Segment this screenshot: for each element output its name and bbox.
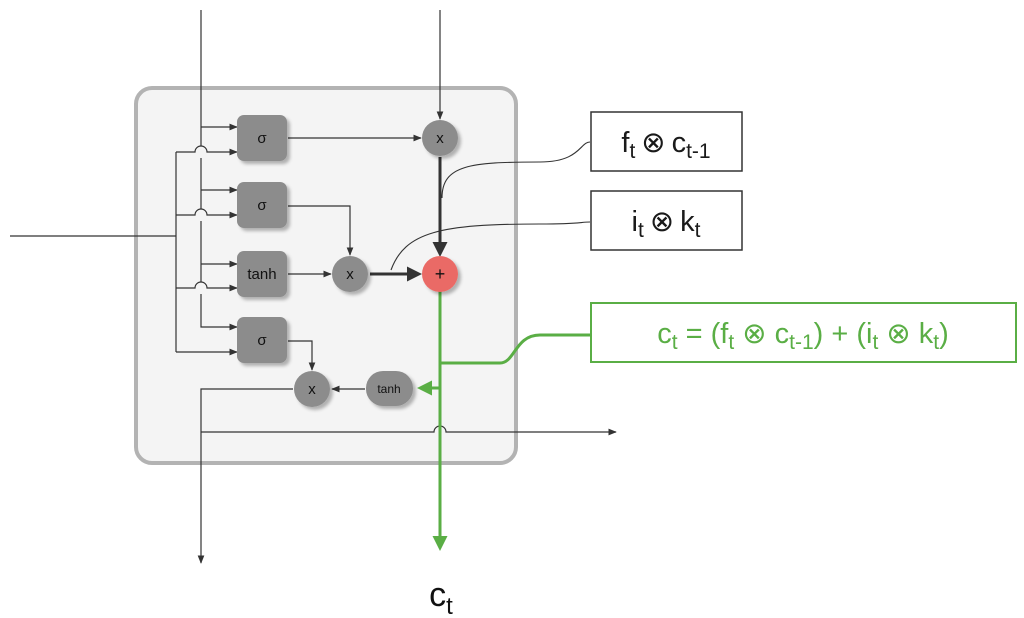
annotation-connectors: [390, 141, 591, 271]
output-tanh: tanh: [366, 371, 413, 406]
output-gate-label: σ: [257, 332, 267, 349]
output-multiply-label: x: [308, 381, 316, 398]
connection-lines: [10, 10, 617, 564]
output-gate: σ: [237, 317, 287, 363]
forget-term-text: ft⊗ct-1: [621, 127, 710, 163]
forget-multiply-node: x: [422, 120, 458, 156]
hidden-state-out-line: [197, 388, 293, 564]
input-term-text: it⊗kt: [632, 206, 701, 242]
cell-equation-annotation: ct = (ft ⊗ ct-1) + (it ⊗ kt): [590, 302, 1017, 363]
cell-state-path: [370, 157, 448, 282]
candidate-gate-label: tanh: [247, 266, 276, 283]
input-term-annotation: it⊗kt: [590, 190, 743, 251]
cell-state-out-path: [417, 291, 590, 551]
input-gate: σ: [237, 182, 287, 228]
forget-gate: σ: [237, 115, 287, 161]
gates: σ σ tanh σ tanh: [237, 115, 413, 406]
forget-term-annotation: ft⊗ct-1: [590, 111, 743, 172]
candidate-gate: tanh: [237, 251, 287, 297]
input-multiply-label: x: [346, 266, 354, 283]
add-node: +: [422, 256, 458, 292]
cell-state-output-label: ct: [429, 576, 453, 618]
pointwise-ops: x x + x: [294, 120, 458, 407]
output-multiply-node: x: [294, 371, 330, 407]
forget-gate-label: σ: [257, 130, 267, 147]
forget-multiply-label: x: [436, 130, 444, 147]
add-label: +: [435, 264, 446, 284]
cell-equation-text: ct = (ft ⊗ ct-1) + (it ⊗ kt): [657, 318, 949, 354]
lstm-cell-container: [134, 86, 518, 465]
input-multiply-node: x: [332, 256, 368, 292]
input-gate-label: σ: [257, 197, 267, 214]
output-tanh-label: tanh: [377, 382, 400, 396]
